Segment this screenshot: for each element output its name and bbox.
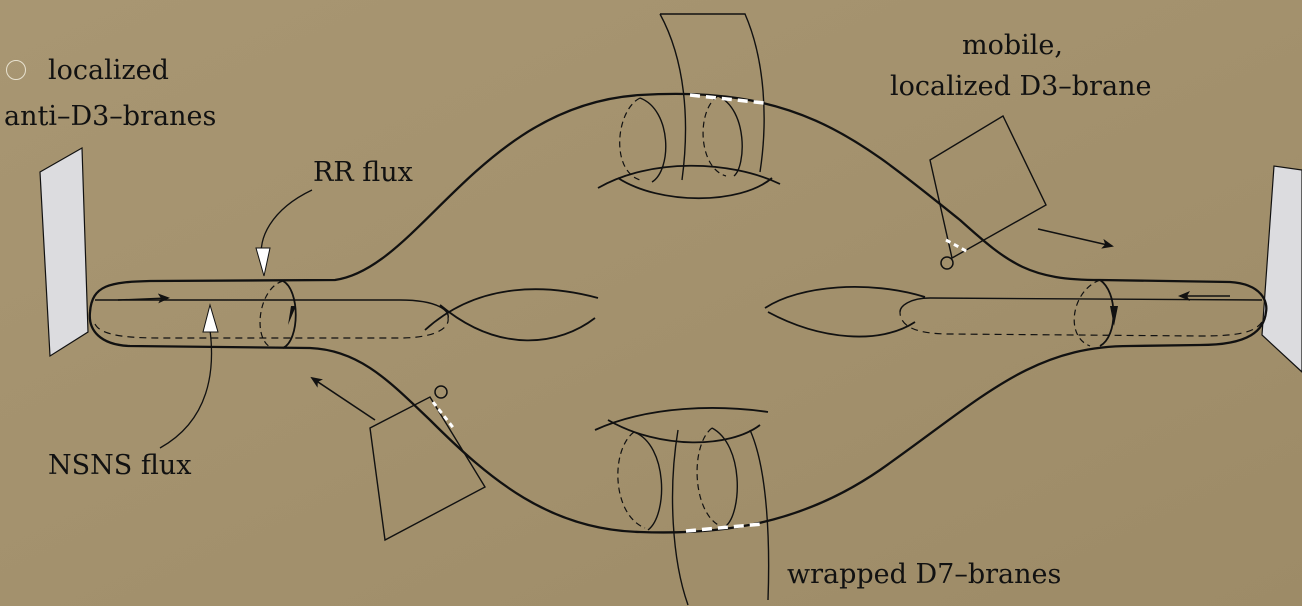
nsns-flux-label: NSNS flux [48, 450, 191, 481]
rr-flux-label: RR flux [313, 157, 413, 188]
legend-hollow-circle-icon [6, 60, 26, 80]
legend-localized-label: localized [48, 55, 169, 86]
localized-d3-brane-label: localized D3–brane [890, 71, 1151, 102]
anti-d3-branes-label: anti–D3–branes [4, 101, 216, 132]
mobile-label: mobile, [962, 30, 1063, 61]
wrapped-d7-branes-label: wrapped D7–branes [787, 559, 1061, 590]
